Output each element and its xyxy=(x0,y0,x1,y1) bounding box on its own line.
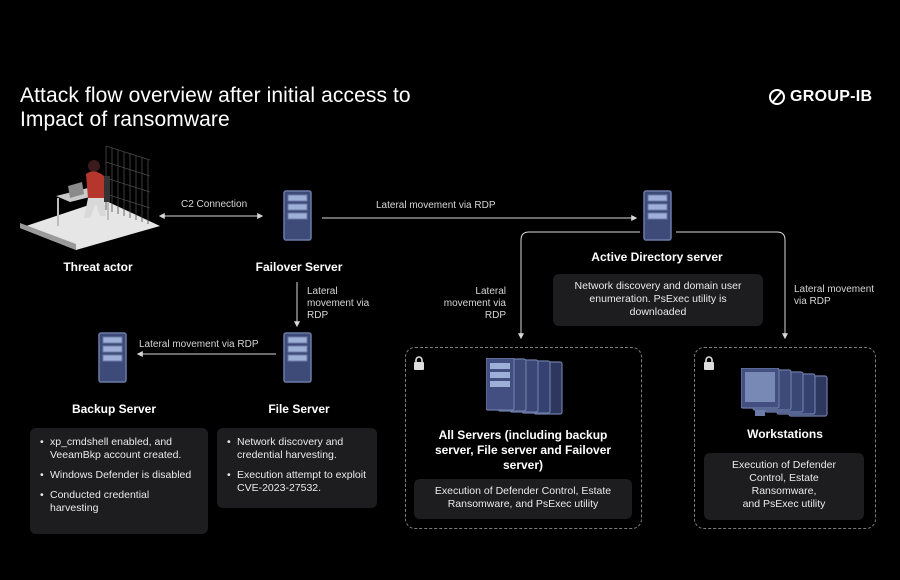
threat-actor-illustration xyxy=(20,145,160,250)
backup-server-label: Backup Server xyxy=(71,402,157,416)
lock-icon xyxy=(704,356,714,370)
panel-line: Ransomware, and PsExec utility xyxy=(447,498,599,510)
label-line: server) xyxy=(502,458,544,472)
file-server-label: File Server xyxy=(268,402,330,416)
server-stack-icon xyxy=(486,358,563,415)
label-line: server, File server and Failover xyxy=(434,443,612,457)
failover-to-ad-label: Lateral movement via RDP xyxy=(376,200,496,211)
backup-server-icon xyxy=(98,332,127,383)
failover-server-label: Failover Server xyxy=(255,260,343,274)
panel-line: Execution of Defender xyxy=(732,459,836,471)
all-servers-label: All Servers (including backup server, Fi… xyxy=(412,428,634,473)
label-line: All Servers (including backup xyxy=(438,428,608,442)
ad-to-workstations-label: Lateral movement via RDP xyxy=(794,284,874,308)
failover-server-icon xyxy=(283,190,312,241)
edge-label-line: RDP xyxy=(484,310,506,321)
group-ib-logo-icon xyxy=(769,89,785,105)
ad-activity-panel: Network discovery and domain user enumer… xyxy=(553,274,763,326)
backup-activity-panel: xp_cmdshell enabled, and VeeamBkp accoun… xyxy=(30,428,208,534)
ad-to-servers-label: Lateral movement via RDP xyxy=(432,286,506,322)
backup-activity-item: Conducted credential harvesting xyxy=(40,489,198,515)
file-server-icon xyxy=(283,332,312,383)
edge-label-line: movement via xyxy=(307,298,370,309)
lock-icon xyxy=(414,356,424,370)
panel-line: Ransomware, xyxy=(751,485,817,497)
panel-line: enumeration. PsExec utility is xyxy=(589,293,727,305)
file-to-backup-label: Lateral movement via RDP xyxy=(139,339,259,350)
active-directory-server-icon xyxy=(643,190,672,241)
edge-label-line: RDP xyxy=(307,310,329,321)
workstation-monitors-icon xyxy=(741,368,828,417)
file-activity-item: Network discovery and credential harvest… xyxy=(227,436,367,462)
logo-text: GROUP-IB xyxy=(790,88,873,105)
workstations-label: Workstations xyxy=(747,427,823,441)
title-line-2: Impact of ransomware xyxy=(20,108,230,131)
edge-label-line: Lateral xyxy=(475,286,506,297)
panel-line: downloaded xyxy=(629,306,687,318)
brand-logo: GROUP-IB xyxy=(768,88,872,106)
panel-line: Control, Estate xyxy=(749,472,819,484)
panel-line: Execution of Defender Control, Estate xyxy=(434,485,612,497)
edge-label-line: Lateral xyxy=(307,286,338,297)
panel-line: Network discovery and domain user xyxy=(574,280,742,292)
file-activity-panel: Network discovery and credential harvest… xyxy=(217,428,377,508)
ad-to-workstations-arrow xyxy=(676,231,788,340)
workstations-group xyxy=(694,347,876,529)
all-servers-group xyxy=(405,347,642,529)
edge-label-line: via RDP xyxy=(794,296,831,307)
ad-to-servers-arrow xyxy=(518,231,640,340)
c2-connection-label: C2 Connection xyxy=(181,199,248,210)
backup-activity-item: Windows Defender is disabled xyxy=(40,469,198,482)
backup-activity-item: xp_cmdshell enabled, and VeeamBkp accoun… xyxy=(40,436,198,462)
title-line-1: Attack flow overview after initial acces… xyxy=(20,84,411,107)
failover-to-file-label: Lateral movement via RDP xyxy=(307,286,369,322)
edge-label-line: movement via xyxy=(443,298,506,309)
panel-line: and PsExec utility xyxy=(742,498,826,510)
workstations-activity-panel: Execution of Defender Control, Estate Ra… xyxy=(704,453,864,520)
active-directory-label: Active Directory server xyxy=(591,250,723,264)
page-title: Attack flow overview after initial acces… xyxy=(20,84,411,132)
servers-activity-panel: Execution of Defender Control, Estate Ra… xyxy=(414,479,632,519)
threat-actor-label: Threat actor xyxy=(63,260,133,274)
file-activity-item: Execution attempt to exploit CVE-2023-27… xyxy=(227,469,367,495)
edge-label-line: Lateral movement xyxy=(794,284,875,295)
